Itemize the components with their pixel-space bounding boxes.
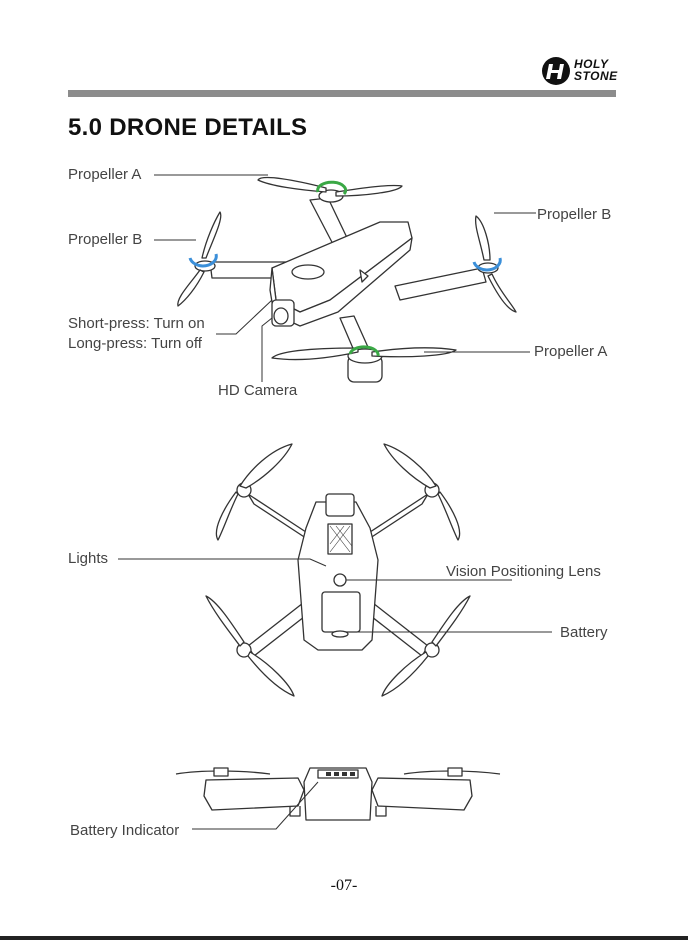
drone-perspective-view xyxy=(178,178,516,382)
leader-line xyxy=(262,318,272,382)
label-battery-indicator: Battery Indicator xyxy=(70,822,179,840)
label-long-press: Long-press: Turn off xyxy=(68,335,202,353)
label-propeller-a-top: Propeller A xyxy=(68,166,141,184)
label-vision-lens: Vision Positioning Lens xyxy=(446,563,601,581)
leader-line xyxy=(118,559,326,566)
label-hd-camera: HD Camera xyxy=(218,382,297,400)
page-number: -07- xyxy=(0,877,688,895)
label-propeller-b-left: Propeller B xyxy=(68,231,142,249)
label-lights: Lights xyxy=(68,550,108,568)
drone-bottom-view xyxy=(206,444,470,696)
bottom-rule xyxy=(0,936,688,940)
label-propeller-b-right: Propeller B xyxy=(537,206,611,224)
leader-line xyxy=(216,300,272,334)
label-short-press: Short-press: Turn on xyxy=(68,315,205,333)
label-battery: Battery xyxy=(560,624,608,642)
label-propeller-a-bottom: Propeller A xyxy=(534,343,607,361)
